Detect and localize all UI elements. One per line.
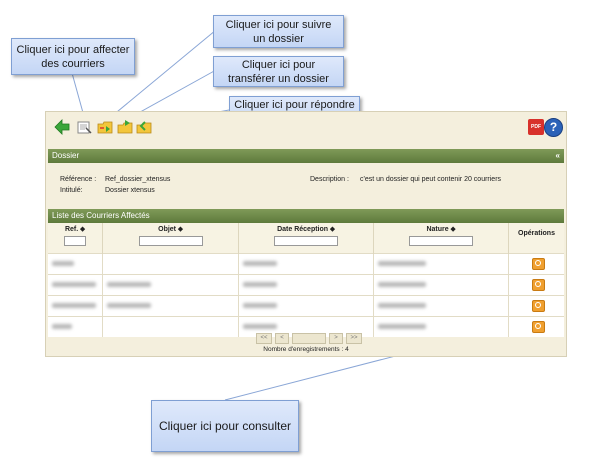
record-count: Nombre d'enregistrements : 4 xyxy=(263,346,349,353)
intitule-label: Intitulé: xyxy=(60,187,83,194)
cell-operations xyxy=(508,295,564,317)
col-operations: Opérations xyxy=(508,223,564,254)
consult-icon[interactable] xyxy=(531,300,545,312)
nature-filter-input[interactable] xyxy=(409,236,473,246)
cell-objet xyxy=(102,274,239,296)
date-filter-input[interactable] xyxy=(274,236,338,246)
courriers-table: Ref. ⬥ Objet ⬥ Date Réception ⬥ Nature ⬥… xyxy=(48,223,564,337)
consult-icon[interactable] xyxy=(531,258,545,270)
table-row xyxy=(48,316,564,337)
dossier-header[interactable]: Dossier « xyxy=(48,149,564,163)
cell-operations xyxy=(508,274,564,296)
cell-nature xyxy=(373,253,509,275)
cell-nature xyxy=(373,316,509,337)
pager-prev-button[interactable]: < xyxy=(275,333,289,344)
callout-consult: Cliquer ici pour consulter xyxy=(151,400,299,452)
cell-operations xyxy=(508,316,564,337)
col-nature[interactable]: Nature ⬥ xyxy=(373,223,509,254)
cell-ref xyxy=(48,274,103,296)
consult-icon[interactable] xyxy=(531,279,545,291)
toolbar: PDF ? xyxy=(46,112,566,142)
callout-follow: Cliquer ici pour suivre un dossier xyxy=(213,15,344,48)
table-row xyxy=(48,253,564,275)
callout-transfer: Cliquer ici pour transférer un dossier xyxy=(213,56,344,87)
pager-first-button[interactable]: << xyxy=(256,333,272,344)
collapse-icon[interactable]: « xyxy=(555,151,560,160)
affect-courrier-icon[interactable] xyxy=(76,119,92,135)
cell-objet xyxy=(102,295,239,317)
description-value: c'est un dossier qui peut contenir 20 co… xyxy=(360,176,502,183)
cell-date xyxy=(238,295,374,317)
reply-dossier-icon[interactable] xyxy=(136,119,152,135)
dossier-title: Dossier xyxy=(52,151,80,160)
cell-operations xyxy=(508,253,564,275)
dossier-details: Référence : Ref_dossier_xtensus Intitulé… xyxy=(48,163,564,205)
cell-ref xyxy=(48,295,103,317)
help-icon[interactable]: ? xyxy=(544,118,563,137)
back-arrow-icon[interactable] xyxy=(54,119,70,135)
col-date-reception[interactable]: Date Réception ⬥ xyxy=(238,223,374,254)
col-objet[interactable]: Objet ⬥ xyxy=(102,223,239,254)
pager-next-button[interactable]: > xyxy=(329,333,343,344)
pager-page-indicator xyxy=(292,333,326,344)
callout-affect: Cliquer ici pour affecter des courriers xyxy=(11,38,135,75)
cell-objet xyxy=(102,316,239,337)
cell-ref xyxy=(48,316,103,337)
cell-objet xyxy=(102,253,239,275)
intitule-value: Dossier xtensus xyxy=(105,187,155,194)
reference-label: Référence : xyxy=(60,176,97,183)
transfer-dossier-icon[interactable] xyxy=(117,119,133,135)
reference-value: Ref_dossier_xtensus xyxy=(105,176,171,183)
pager: << < > >> xyxy=(256,333,362,344)
courriers-header: Liste des Courriers Affectés xyxy=(48,209,564,223)
objet-filter-input[interactable] xyxy=(138,236,203,246)
consult-icon[interactable] xyxy=(531,321,545,333)
pager-last-button[interactable]: >> xyxy=(346,333,362,344)
cell-nature xyxy=(373,295,509,317)
cell-ref xyxy=(48,253,103,275)
ref-filter-input[interactable] xyxy=(64,236,86,246)
table-row xyxy=(48,274,564,296)
follow-dossier-icon[interactable] xyxy=(97,119,113,135)
cell-date xyxy=(238,253,374,275)
cell-nature xyxy=(373,274,509,296)
table-row xyxy=(48,295,564,317)
cell-date xyxy=(238,316,374,337)
courriers-title: Liste des Courriers Affectés xyxy=(52,211,150,220)
col-ref[interactable]: Ref. ⬥ xyxy=(48,223,103,254)
app-panel: PDF ? Dossier « Référence : Ref_dossier_… xyxy=(45,111,567,357)
cell-date xyxy=(238,274,374,296)
description-label: Description : xyxy=(310,176,349,183)
pdf-icon[interactable]: PDF xyxy=(528,119,544,135)
